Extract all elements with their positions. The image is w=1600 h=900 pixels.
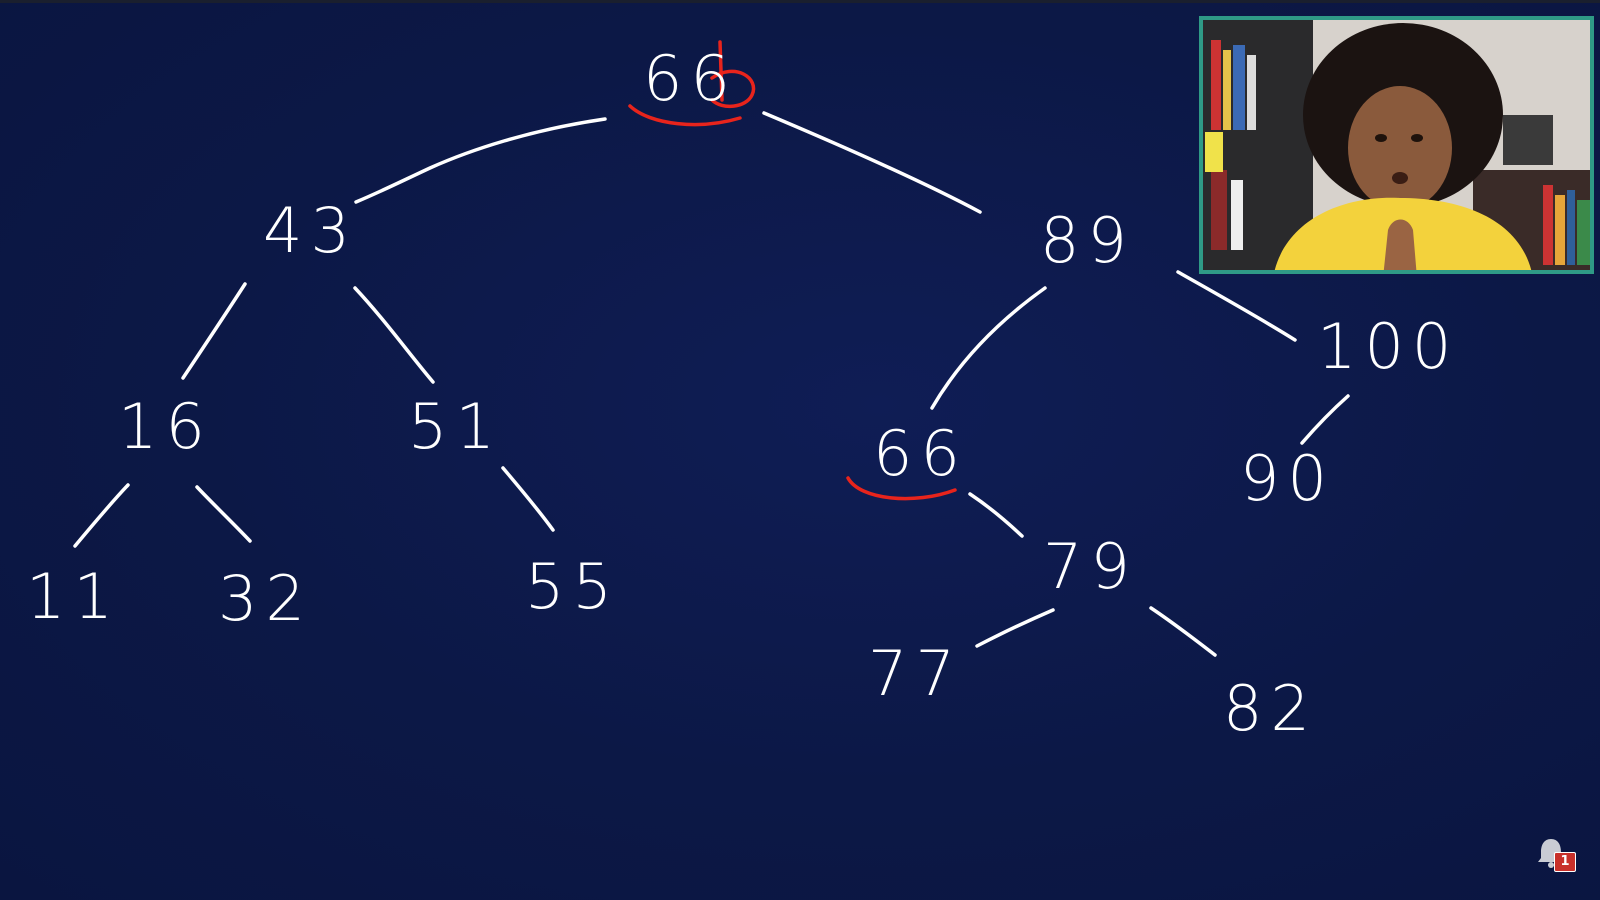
edge-89-66 [930,286,1047,410]
root-correction-mark [710,40,756,108]
edge-16-11 [73,483,130,548]
node-90: 90 [1240,442,1335,515]
tree-nodes: 66 43 89 16 51 66 100 11 32 55 79 90 77 … [26,42,1459,745]
presenter-hands [1383,219,1417,270]
edge-79-77 [975,608,1055,648]
node-79: 79 [1043,530,1138,603]
node-100: 100 [1317,310,1459,383]
edge-16-32 [195,485,252,543]
node-43: 43 [263,194,358,267]
edge-66-79 [968,492,1024,538]
node-66: 66 [873,417,968,490]
node-root: 66 [643,42,738,115]
edge-100-90 [1300,394,1350,445]
presenter-video [1203,20,1590,270]
notification-bell[interactable]: 1 [1536,836,1576,876]
node-82: 82 [1223,672,1318,745]
node-51: 51 [408,390,503,463]
edge-89-100 [1176,270,1297,342]
node-11: 11 [26,560,121,633]
webcam-overlay [1199,16,1594,274]
node-89: 89 [1040,204,1135,277]
node-55: 55 [525,550,620,623]
node-32: 32 [218,562,313,635]
edge-51-55 [501,466,555,532]
presenter-face [1348,86,1452,210]
edge-43-16 [181,282,247,380]
highlight-marks [628,40,957,501]
tree-edges [73,111,1350,657]
node-66-underline-mark [846,476,957,501]
edge-43-51 [353,286,435,384]
node-16: 16 [118,390,213,463]
top-border [0,0,1600,3]
edge-root-89 [762,111,982,214]
edge-79-82 [1149,606,1217,657]
notification-count-badge: 1 [1554,852,1576,872]
edge-root-43 [354,117,607,204]
root-underline-mark [628,104,742,127]
node-77: 77 [868,637,963,710]
